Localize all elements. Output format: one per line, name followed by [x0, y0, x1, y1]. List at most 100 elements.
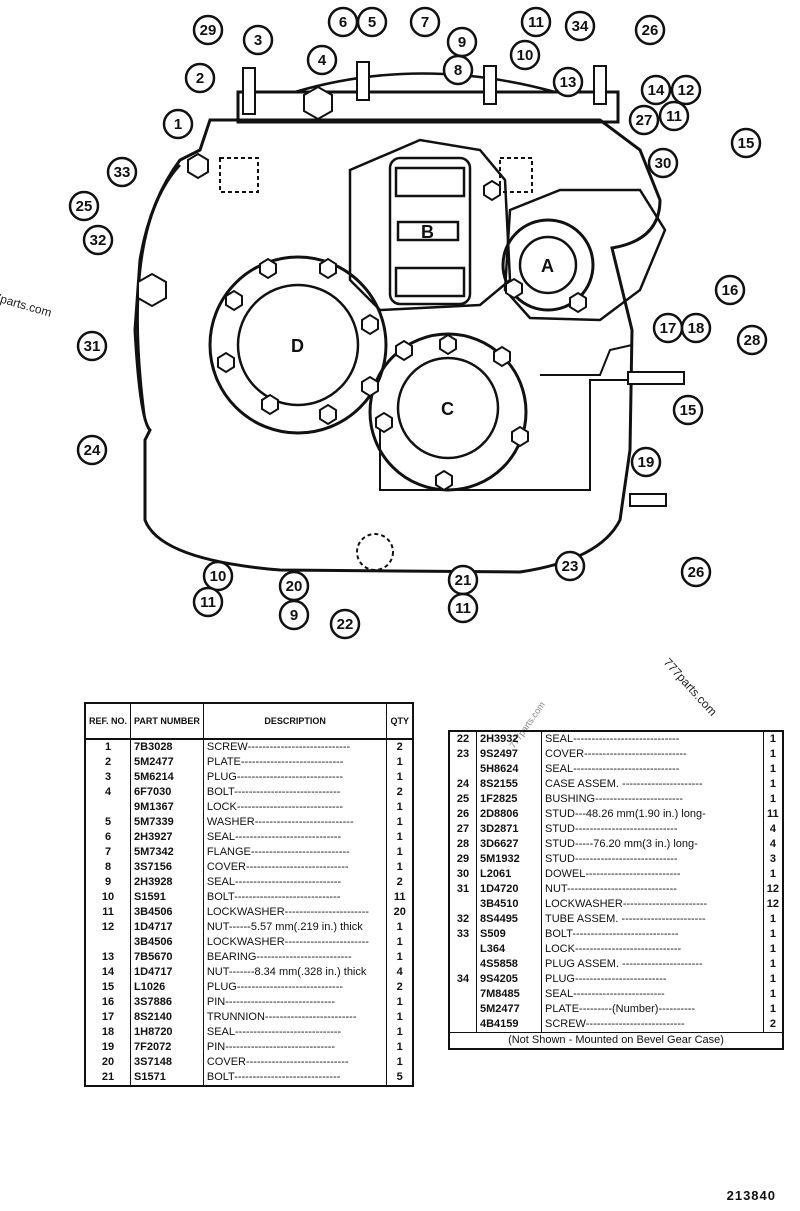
description-cell: NUT-------8.34 mm(.328 in.) thick [203, 965, 388, 980]
ref-cell [449, 942, 477, 957]
part-number-cell: 8S4495 [476, 912, 542, 927]
qty-cell: 1 [769, 733, 776, 745]
callout-11: 11 [192, 586, 224, 618]
part-number-cell: 4B4159 [476, 1017, 542, 1033]
description-cell: BEARING-------------------------- [203, 950, 388, 965]
qty-cell: 1 [769, 868, 776, 880]
callout-9: 9 [446, 26, 478, 58]
part-number-cell: 6F7030 [130, 785, 204, 800]
part-number-cell: 3S7148 [130, 1055, 204, 1070]
ref-cell: 23 [449, 747, 477, 762]
callout-number: 3 [254, 32, 262, 49]
ref-cell: 13 [85, 950, 132, 965]
part-number-cell: 3D6627 [476, 837, 542, 852]
ref-cell: 10 [85, 890, 132, 905]
qty-cell: 11 [767, 808, 779, 820]
ref-cell: 18 [85, 1025, 132, 1040]
callout-number: 28 [744, 332, 761, 349]
description-cell: SCREW---------------------------- [203, 739, 388, 755]
description-cell: SEAL----------------------------- [541, 731, 764, 747]
qty-cell: 12 [766, 898, 779, 910]
ref-cell: 11 [85, 905, 132, 920]
part-number-cell: 2H3932 [476, 731, 542, 747]
description-cell: CASE ASSEM. ---------------------- [541, 777, 764, 792]
callout-number: 13 [560, 74, 577, 91]
description-cell: SEAL----------------------------- [203, 830, 388, 845]
ref-cell: 30 [449, 867, 477, 882]
callout-number: 22 [337, 616, 354, 633]
callout-25: 25 [68, 190, 100, 222]
qty-cell: 2 [769, 1018, 776, 1030]
callout-number: 29 [200, 22, 217, 39]
ref-cell: 21 [85, 1070, 132, 1086]
callout-7: 7 [409, 6, 441, 38]
description-cell: SEAL------------------------- [541, 987, 764, 1002]
description-cell: LOCKWASHER----------------------- [541, 897, 764, 912]
watermark: 777parts.com [660, 655, 720, 719]
ref-cell [449, 762, 477, 777]
callout-number: 23 [562, 558, 579, 575]
callout-number: 20 [286, 578, 303, 595]
qty-cell: 1 [769, 1003, 776, 1015]
part-number-cell: S1591 [130, 890, 204, 905]
ref-cell: 7 [85, 845, 132, 860]
callout-number: 18 [688, 320, 705, 337]
part-number-cell: L364 [476, 942, 542, 957]
description-cell: PIN------------------------------ [203, 1040, 388, 1055]
callout-28: 28 [736, 324, 768, 356]
ref-cell [449, 1002, 477, 1017]
callout-number: 10 [210, 568, 227, 585]
ref-cell [449, 897, 477, 912]
callout-17: 17 [652, 312, 684, 344]
qty-cell: 1 [396, 996, 403, 1008]
callout-31: 31 [76, 330, 108, 362]
part-number-cell: L1026 [130, 980, 204, 995]
callout-6: 6 [327, 6, 359, 38]
callout-10: 10 [509, 39, 541, 71]
callout-9: 9 [278, 599, 310, 631]
part-number-cell: 9M1367 [130, 800, 204, 815]
description-cell: PLATE---------------------------- [203, 755, 388, 770]
description-cell: SEAL----------------------------- [203, 1025, 388, 1040]
callout-14: 14 [640, 74, 672, 106]
qty-cell: 1 [396, 936, 403, 948]
callout-number: 12 [678, 82, 695, 99]
description-cell: FLANGE--------------------------- [203, 845, 388, 860]
qty-cell: 1 [396, 1056, 403, 1068]
ref-cell [449, 957, 477, 972]
ref-cell: 6 [85, 830, 132, 845]
ref-cell: 9 [85, 875, 132, 890]
callout-number: 31 [84, 338, 101, 355]
part-number-cell: S1571 [130, 1070, 204, 1086]
callout-21: 21 [447, 564, 479, 596]
ref-cell: 1 [85, 739, 132, 755]
description-cell: TUBE ASSEM. ----------------------- [541, 912, 764, 927]
callout-16: 16 [714, 274, 746, 306]
description-cell: STUD---------------------------- [541, 822, 764, 837]
qty-cell: 1 [769, 763, 776, 775]
callout-number: 4 [318, 52, 327, 69]
ref-cell [449, 987, 477, 1002]
callout-23: 23 [554, 550, 586, 582]
part-number-cell: 5M2477 [476, 1002, 542, 1017]
qty-cell: 1 [769, 913, 776, 925]
qty-cell: 1 [396, 1011, 403, 1023]
part-number-cell: 7B5670 [130, 950, 204, 965]
qty-cell: 1 [396, 1041, 403, 1053]
callout-number: 19 [638, 454, 655, 471]
description-cell: NUT------5.57 mm(.219 in.) thick [203, 920, 388, 935]
